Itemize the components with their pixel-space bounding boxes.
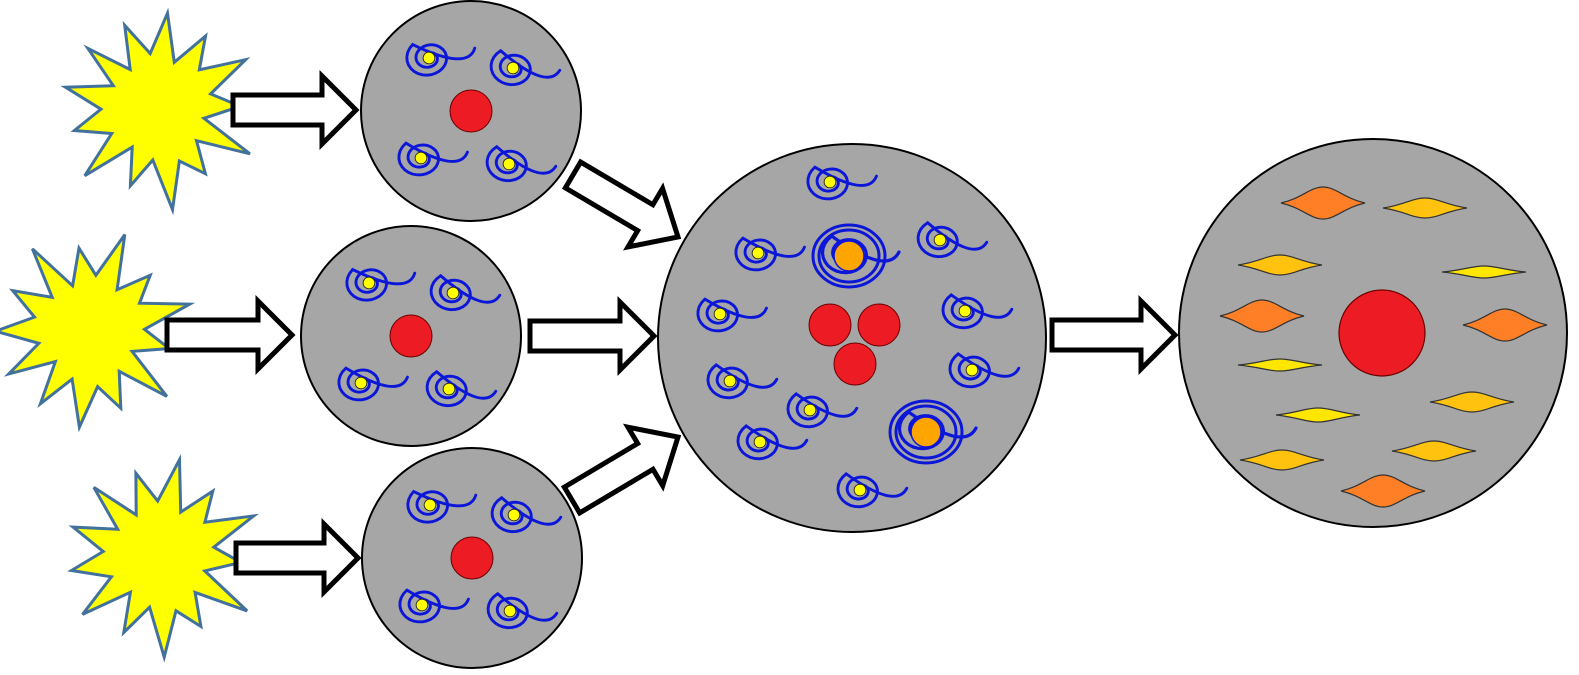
core-dot: [833, 342, 877, 386]
lens-icon: [1462, 308, 1548, 342]
merged-sphere: [657, 143, 1047, 533]
spiral-icon: [888, 399, 978, 465]
lens-icon: [1429, 391, 1515, 413]
arrow-icon: [164, 294, 296, 376]
large-core-dot: [1338, 289, 1426, 377]
spiral-icon: [806, 165, 878, 201]
arrow-icon: [561, 158, 682, 251]
lens-icon: [1237, 254, 1323, 276]
lens-icon: [1280, 186, 1366, 220]
lens-icon: [1275, 407, 1361, 423]
spiral-icon: [398, 588, 470, 624]
lens-icon: [1441, 265, 1527, 279]
spiral-icon: [489, 48, 562, 87]
spiral-icon: [337, 366, 409, 402]
spiral-icon: [696, 297, 768, 333]
arrow-icon: [527, 295, 658, 377]
spiral-icon: [916, 220, 989, 259]
arrow-icon: [1049, 294, 1179, 376]
spiral-icon: [425, 369, 498, 408]
arrow-icon: [230, 69, 360, 151]
lens-icon: [1391, 440, 1477, 462]
spiral-icon: [706, 363, 779, 400]
lens-icon: [1219, 299, 1305, 333]
spiral-icon: [486, 591, 559, 630]
spiral-icon: [811, 223, 901, 289]
spiral-icon: [786, 392, 859, 429]
starburst-icon: [60, 7, 251, 216]
core-dot: [857, 303, 901, 347]
core-dot: [449, 89, 493, 133]
spiral-icon: [397, 141, 469, 177]
arrow-icon: [560, 423, 682, 517]
spiral-icon: [941, 293, 1014, 330]
lens-icon: [1239, 449, 1325, 471]
lens-icon: [1382, 197, 1468, 219]
starburst-icon: [0, 233, 196, 433]
spiral-icon: [490, 495, 563, 534]
spiral-icon: [485, 144, 558, 183]
core-dot: [808, 303, 852, 347]
core-dot: [389, 314, 433, 358]
lens-icon: [1237, 358, 1323, 372]
spiral-icon: [429, 273, 502, 312]
arrow-icon: [233, 517, 362, 599]
spiral-icon: [736, 424, 809, 461]
spiral-icon: [734, 236, 806, 272]
spiral-icon: [836, 472, 909, 509]
core-dot: [450, 536, 494, 580]
spiral-icon: [405, 42, 477, 77]
spiral-icon: [948, 352, 1021, 389]
lens-icon: [1340, 474, 1426, 508]
spiral-icon: [345, 267, 417, 302]
spiral-icon: [406, 489, 478, 524]
starburst-icon: [67, 453, 259, 663]
